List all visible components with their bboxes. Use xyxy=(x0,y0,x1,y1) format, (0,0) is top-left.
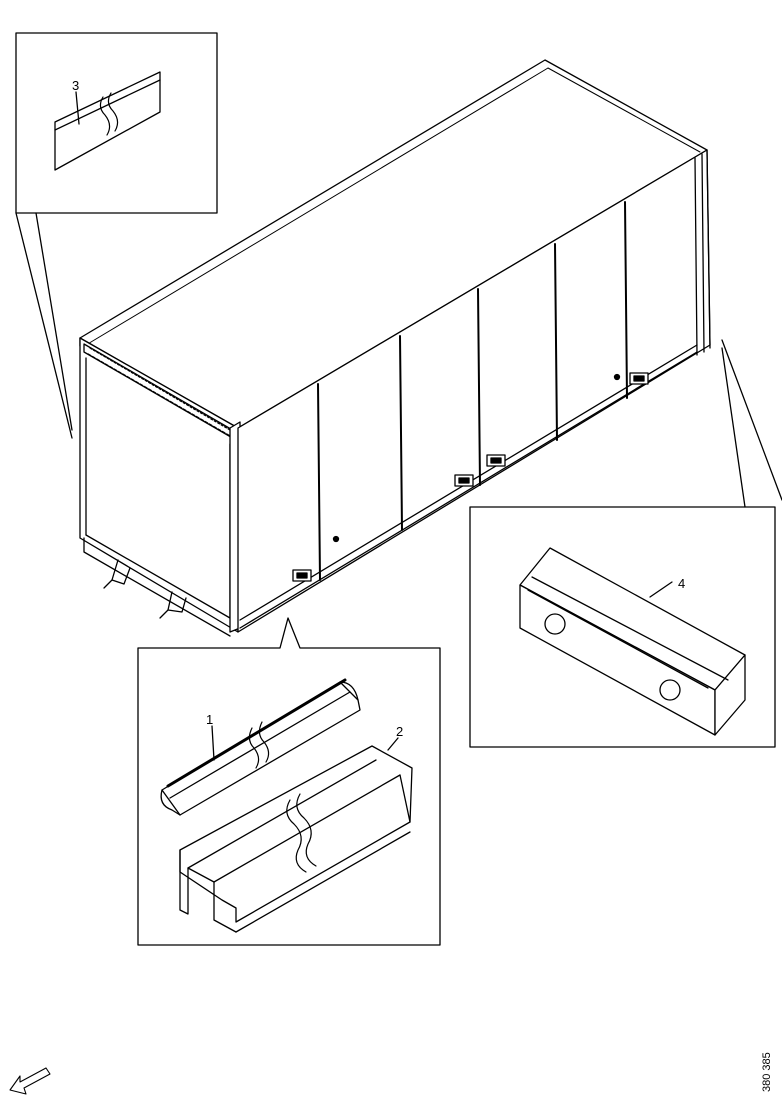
part-4-pad xyxy=(519,547,746,736)
underframe-brackets xyxy=(83,537,231,637)
inset-detail-1-2 xyxy=(137,617,441,946)
inset-detail-4 xyxy=(469,339,782,748)
callout-4: 4 xyxy=(678,576,685,591)
door-handle xyxy=(486,454,506,467)
inset-detail-3 xyxy=(15,32,218,439)
part-2-channel xyxy=(179,745,413,933)
container-body xyxy=(79,59,711,637)
part-1-bead xyxy=(160,678,361,816)
callout-3: 3 xyxy=(72,78,79,93)
callout-2: 2 xyxy=(396,724,403,739)
door-handle xyxy=(629,372,649,385)
part-3-strip xyxy=(54,71,161,171)
door-lock xyxy=(613,373,621,381)
arrow-down-left-icon xyxy=(9,1067,51,1095)
drawing-reference-number: 380 385 xyxy=(761,1052,773,1092)
callout-1: 1 xyxy=(206,712,213,727)
door-handle xyxy=(292,569,312,582)
door-handle xyxy=(454,474,474,487)
door-lock xyxy=(332,535,340,543)
